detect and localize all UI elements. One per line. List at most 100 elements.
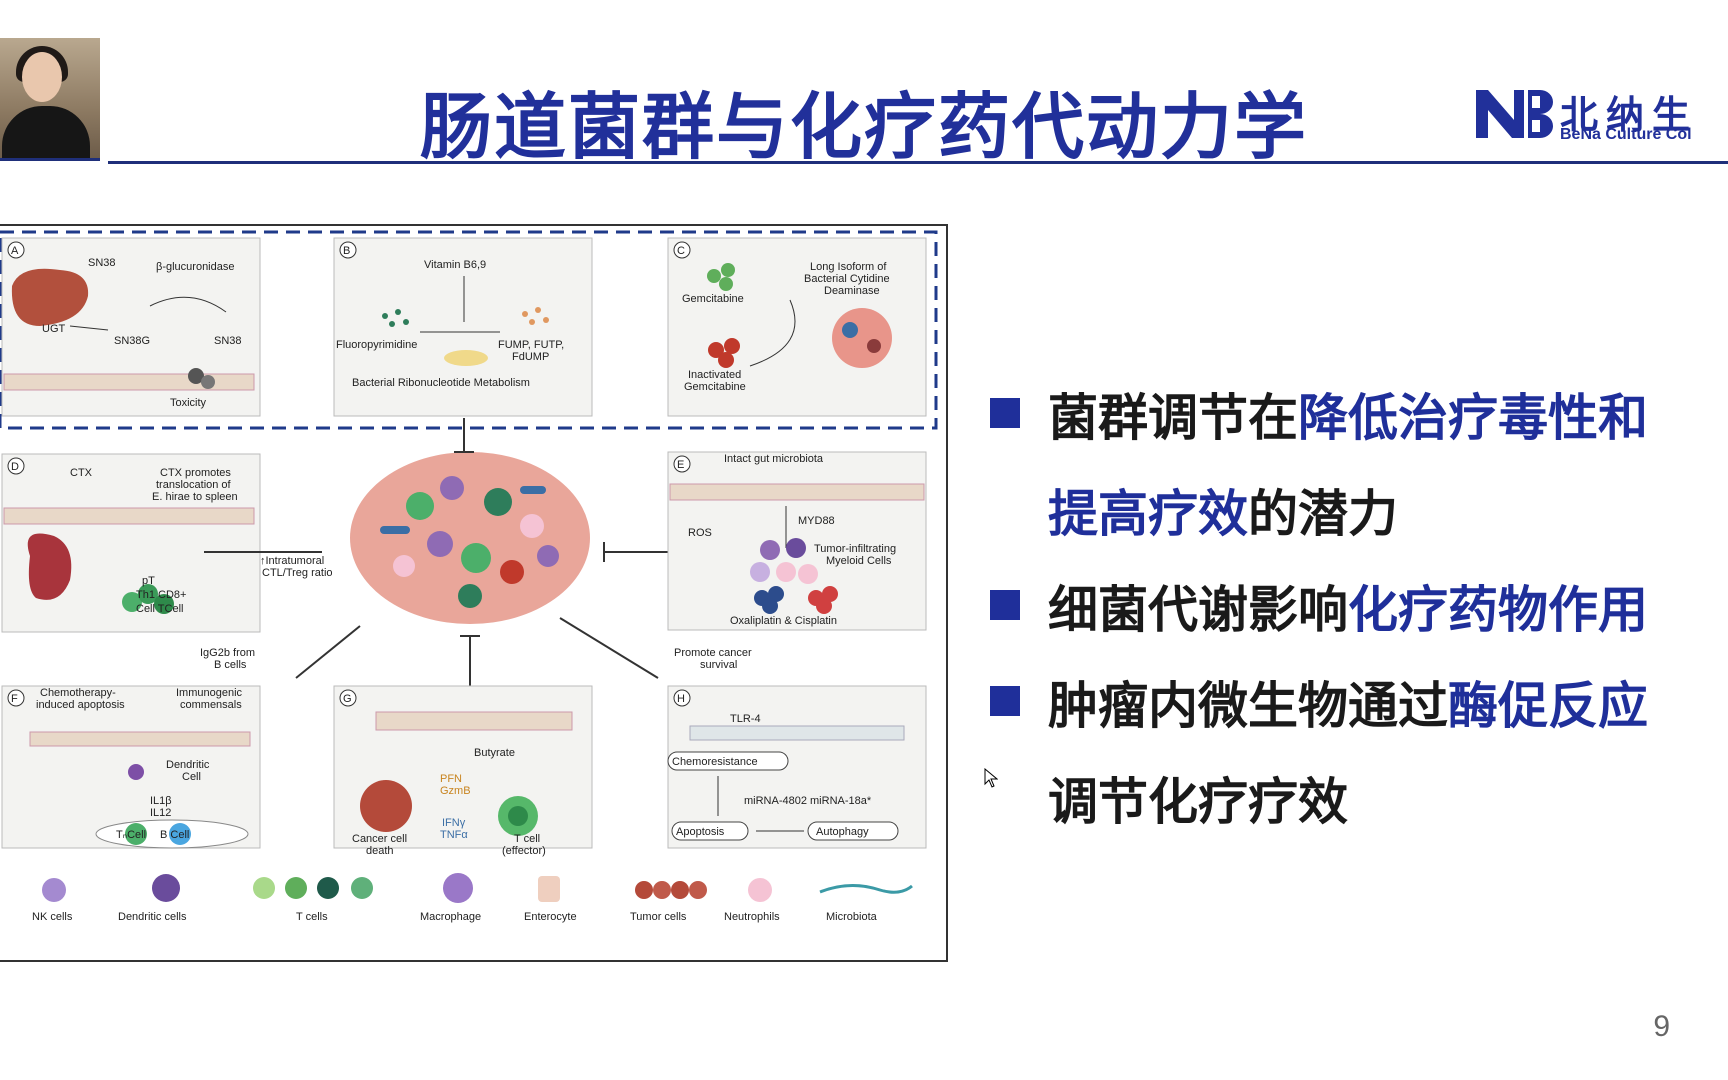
svg-text:Autophagy: Autophagy [816, 826, 869, 838]
neutrophil-icon [748, 878, 772, 902]
svg-text:Tumor cells: Tumor cells [630, 911, 687, 923]
svg-text:Intact gut microbiota: Intact gut microbiota [724, 453, 824, 465]
svg-text:commensals: commensals [180, 699, 242, 711]
bullet-highlight-text: 提高疗效 [1048, 485, 1248, 543]
svg-text:Microbiota: Microbiota [826, 911, 878, 923]
svg-text:Promote cancer: Promote cancer [674, 647, 752, 659]
bullet-text: 的潜力 [1248, 485, 1398, 543]
bullet-line: 细菌代谢影响化疗药物作用 [990, 562, 1690, 658]
nk-cell-icon [42, 878, 66, 902]
bullet-line: 菌群调节在降低治疗毒性和 [990, 370, 1690, 466]
svg-text:Long Isoform of: Long Isoform of [810, 261, 887, 273]
logo-english-text: BeNa Culture Col [1560, 126, 1692, 143]
company-logo: 北纳生 BeNa Culture Col [1474, 84, 1728, 146]
svg-text:survival: survival [700, 659, 737, 671]
svg-text:B cells: B cells [214, 659, 247, 671]
svg-text:H: H [677, 693, 685, 705]
svg-text:Oxaliplatin & Cisplatin: Oxaliplatin & Cisplatin [730, 615, 837, 627]
svg-text:Vitamin B6,9: Vitamin B6,9 [424, 259, 486, 271]
svg-text:FUMP, FUTP,: FUMP, FUTP, [498, 339, 564, 351]
bullet-text: 肿瘤内微生物通过 [1048, 677, 1448, 735]
svg-text:FdUMP: FdUMP [512, 351, 549, 363]
macrophage-icon [443, 873, 473, 903]
svg-text:Toxicity: Toxicity [170, 397, 207, 409]
svg-text:Enterocyte: Enterocyte [524, 911, 577, 923]
svg-text:Butyrate: Butyrate [474, 747, 515, 759]
svg-text:IL12: IL12 [150, 807, 171, 819]
bullet-line: 肿瘤内微生物通过酶促反应 [990, 658, 1690, 754]
title-underline [108, 161, 1728, 164]
slide-title: 肠道菌群与化疗药代动力学 [420, 85, 1309, 169]
bullet-list: 菌群调节在降低治疗毒性和 提高疗效的潜力 细菌代谢影响化疗药物作用 肿瘤内微生物… [990, 370, 1690, 850]
svg-text:↑Intratumoral: ↑Intratumoral [260, 555, 324, 567]
svg-text:CTX promotes: CTX promotes [160, 467, 231, 479]
svg-text:TLR-4: TLR-4 [730, 713, 761, 725]
liver-icon [11, 268, 89, 326]
svg-text:F: F [11, 693, 18, 705]
svg-text:PFN: PFN [440, 773, 462, 785]
svg-text:UGT: UGT [42, 323, 66, 335]
svg-text:(effector): (effector) [502, 845, 546, 857]
panel-e: E Intact gut microbiota MYD88 ROS Tumor-… [667, 451, 927, 671]
bullet-text: 菌群调节在 [1048, 389, 1298, 447]
bullet-line: 提高疗效的潜力 [990, 466, 1690, 562]
svg-text:IFNγ: IFNγ [442, 817, 466, 829]
bullet-item: 肿瘤内微生物通过酶促反应 调节化疗疗效 [990, 658, 1690, 850]
t-cell-icon [253, 877, 275, 899]
enterocyte-icon [538, 876, 560, 902]
tumor-mass [350, 452, 590, 624]
svg-text:pT: pT [142, 575, 155, 587]
svg-text:Tumor-infiltrating: Tumor-infiltrating [814, 543, 896, 555]
svg-text:Cell: Cell [182, 771, 201, 783]
spleen-icon [27, 533, 72, 600]
bullet-highlight-text: 降低治疗毒性和 [1298, 389, 1648, 447]
svg-text:Deaminase: Deaminase [824, 285, 880, 297]
bullet-item: 细菌代谢影响化疗药物作用 [990, 562, 1690, 658]
svg-text:Cancer cell: Cancer cell [352, 833, 407, 845]
svg-text:B Cell: B Cell [160, 829, 189, 841]
svg-text:Inactivated: Inactivated [688, 369, 741, 381]
panel-g: G Butyrate PFN GzmB IFNγ TNFα Cancer cel… [333, 685, 593, 857]
svg-text:C: C [677, 245, 685, 257]
dendritic-cell-icon [152, 874, 180, 902]
svg-text:G: G [343, 693, 352, 705]
svg-text:D: D [11, 461, 19, 473]
svg-text:E: E [677, 459, 684, 471]
svg-text:Chemotherapy-: Chemotherapy- [40, 687, 116, 699]
svg-text:Macrophage: Macrophage [420, 911, 481, 923]
bullet-square-icon [990, 686, 1020, 716]
svg-text:Dendritic cells: Dendritic cells [118, 911, 187, 923]
webcam-presenter-video [0, 38, 100, 161]
panel-c: C Gemcitabine Long Isoform of Bacterial … [667, 237, 927, 417]
svg-text:death: death [366, 845, 394, 857]
bullet-square-icon [990, 398, 1020, 428]
svg-text:induced apoptosis: induced apoptosis [36, 699, 125, 711]
microbiota-icon [819, 884, 913, 894]
svg-text:SN38G: SN38G [114, 335, 150, 347]
svg-text:Chemoresistance: Chemoresistance [672, 756, 758, 768]
bullet-highlight-text: 化疗药物作用 [1348, 581, 1648, 639]
svg-text:Bacterial Cytidine: Bacterial Cytidine [804, 273, 890, 285]
svg-text:T cell: T cell [514, 833, 540, 845]
svg-text:Gemcitabine: Gemcitabine [684, 381, 746, 393]
svg-text:E. hirae to spleen: E. hirae to spleen [152, 491, 238, 503]
svg-text:CTX: CTX [70, 467, 93, 479]
panel-a: A SN38 β-glucuronidase UGT SN38G SN38 To… [1, 237, 261, 417]
svg-text:Apoptosis: Apoptosis [676, 826, 725, 838]
svg-text:TₙCell: TₙCell [116, 829, 146, 841]
svg-text:Th1 CD8+: Th1 CD8+ [136, 589, 186, 601]
tumor-cell-icon [635, 881, 653, 899]
logo-mark-icon [1476, 90, 1553, 138]
page-number: 9 [1653, 1010, 1670, 1043]
svg-text:Neutrophils: Neutrophils [724, 911, 780, 923]
svg-text:IgG2b from: IgG2b from [200, 647, 255, 659]
svg-text:A: A [11, 245, 19, 257]
svg-text:Gemcitabine: Gemcitabine [682, 293, 744, 305]
mechanism-diagram: A SN38 β-glucuronidase UGT SN38G SN38 To… [0, 230, 938, 923]
mouse-cursor-icon [984, 768, 998, 788]
presenter-face [22, 52, 62, 102]
bullet-line: 调节化疗疗效 [990, 754, 1690, 850]
svg-text:translocation of: translocation of [156, 479, 232, 491]
bullet-square-icon [990, 590, 1020, 620]
panel-d: D CTX CTX promotes translocation of E. h… [1, 453, 333, 633]
